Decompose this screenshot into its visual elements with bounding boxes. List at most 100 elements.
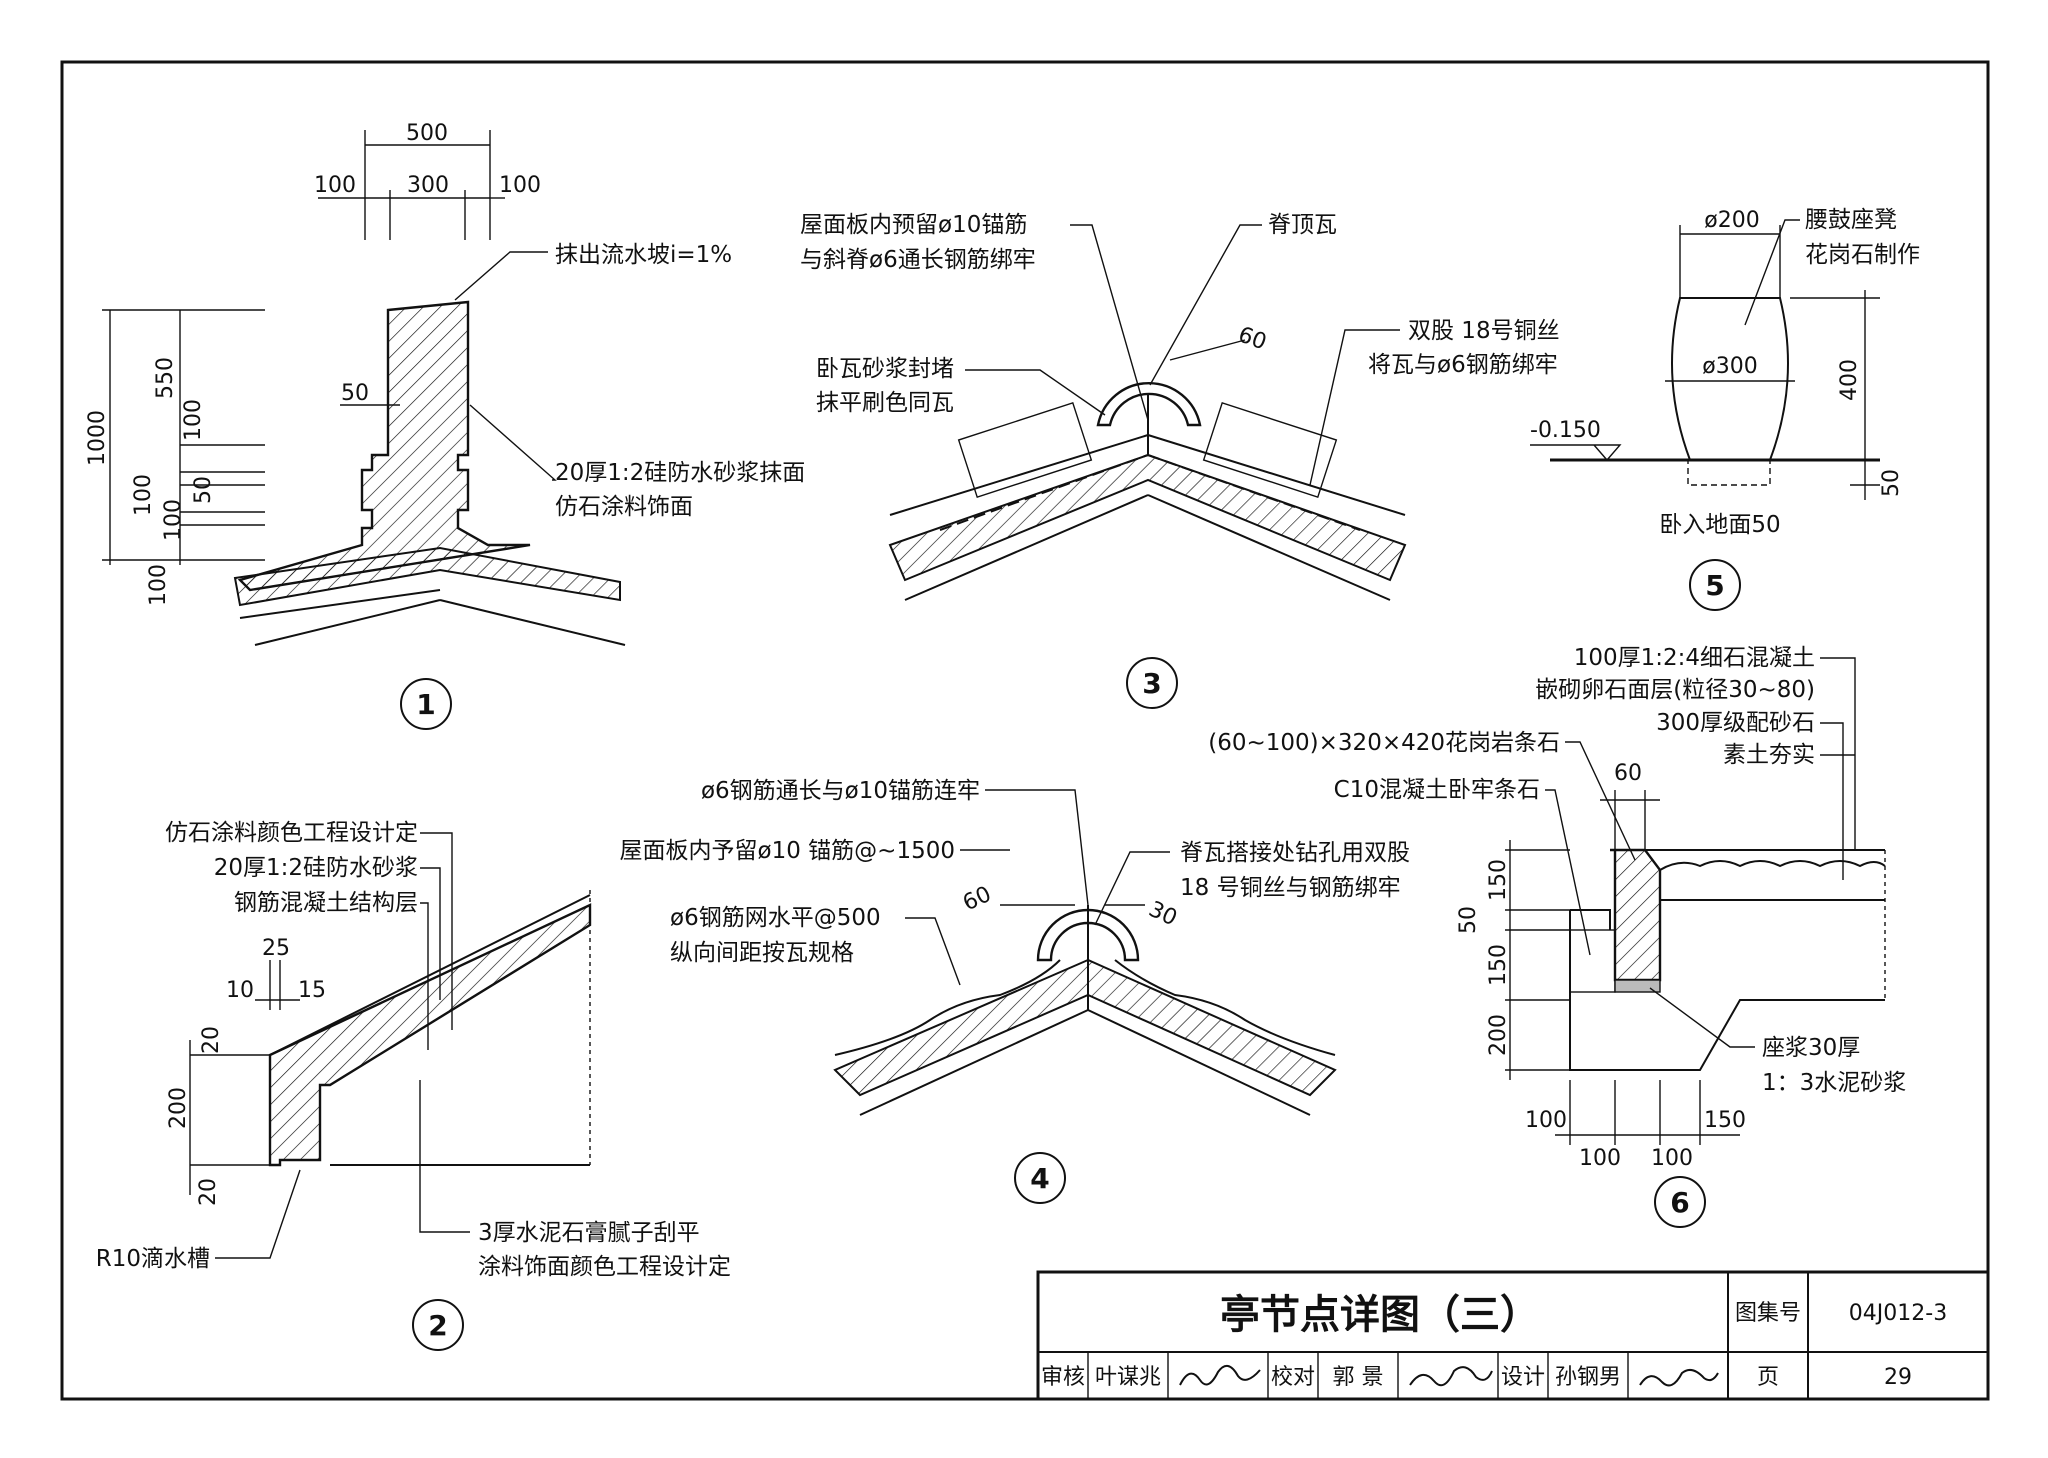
detail-3-note-anchor-2: 与斜脊ø6通长钢筋绑牢 xyxy=(800,247,1036,273)
check-name: 郭 景 xyxy=(1333,1365,1384,1390)
detail-3-note-mortar-2: 抹平刷色同瓦 xyxy=(816,390,954,416)
check-label: 校对 xyxy=(1271,1365,1315,1390)
detail-1-dim-100b: 100 xyxy=(131,474,156,516)
design-label: 设计 xyxy=(1501,1365,1545,1390)
detail-2-dim-10: 10 xyxy=(226,978,254,1003)
detail-2-dim-20a: 20 xyxy=(199,1026,224,1054)
detail-3-dim-60: 60 xyxy=(1235,322,1270,355)
detail-4-dim-30: 30 xyxy=(1145,897,1181,931)
detail-4-note-mesh-2: 纵向间距按瓦规格 xyxy=(670,940,854,966)
detail-1-dim-100c: 100 xyxy=(161,499,186,541)
detail-2-marker xyxy=(412,1299,464,1351)
detail-5-marker xyxy=(1689,559,1741,611)
detail-6-dim-200: 200 xyxy=(1486,1014,1511,1056)
detail-6-dim-bottom-100c: 100 xyxy=(1651,1146,1693,1171)
detail-6-dim-bottom-150: 150 xyxy=(1704,1108,1746,1133)
detail-2-dim-200: 200 xyxy=(166,1087,191,1129)
title-block: 亭节点详图（三） 图集号 04J012-3 页 29 审核 叶谋兆 校对 郭 景… xyxy=(1036,1270,1990,1401)
detail-3-roof-slab xyxy=(888,453,1407,582)
detail-1-dim-50: 50 xyxy=(191,476,216,504)
detail-6-note-right-2: 嵌砌卵石面层(粒径30~80) xyxy=(1535,677,1815,703)
detail-2-note-top-2: 20厚1:2硅防水砂浆 xyxy=(214,855,418,881)
review-label: 审核 xyxy=(1041,1365,1085,1390)
detail-6-note-right-1: 100厚1:2:4细石混凝土 xyxy=(1574,645,1815,671)
detail-6-note-mortar-1: 座浆30厚 xyxy=(1762,1035,1860,1061)
detail-4-note-lap-1: 脊瓦搭接处钻孔用双股 xyxy=(1180,840,1410,866)
detail-1-dim-1000: 1000 xyxy=(85,410,110,466)
detail-1-note-finish-1: 20厚1:2硅防水砂浆抹面 xyxy=(555,460,805,486)
detail-6-note-mortar-2: 1：3水泥砂浆 xyxy=(1762,1070,1906,1096)
detail-6-dim-150b: 150 xyxy=(1486,944,1511,986)
detail-6-dim-bottom-100a: 100 xyxy=(1525,1108,1567,1133)
review-name: 叶谋兆 xyxy=(1095,1365,1161,1390)
detail-1-note-slope: 抹出流水坡i=1% xyxy=(555,242,732,268)
detail-1-note-finish-2: 仿石涂料饰面 xyxy=(555,494,693,520)
detail-1-leader-slope xyxy=(454,251,548,301)
detail-6-dim-60: 60 xyxy=(1614,761,1642,786)
detail-5-level: -0.150 xyxy=(1530,418,1601,443)
detail-4-note-anchor: 屋面板内予留ø10 锚筋@~1500 xyxy=(620,838,955,864)
detail-6-dim-50: 50 xyxy=(1456,906,1481,934)
detail-2-note-bottom-1: 3厚水泥石膏腻子刮平 xyxy=(478,1220,700,1246)
detail-2-eave-profile xyxy=(268,903,592,1167)
sheet-title: 亭节点详图（三） xyxy=(1220,1292,1540,1338)
detail-3-note-mortar-1: 卧瓦砂浆封堵 xyxy=(816,356,954,382)
detail-5: ø200 ø300 400 50 -0.150 腰鼓座凳 花岗石制作 卧入地面5… xyxy=(1530,207,1920,611)
sheet-border xyxy=(60,60,1990,1401)
detail-6-granite-curb xyxy=(1610,848,1662,982)
detail-3-note-ridge: 脊顶瓦 xyxy=(1268,212,1337,238)
detail-3: 屋面板内预留ø10锚筋 与斜脊ø6通长钢筋绑牢 脊顶瓦 卧瓦砂浆封堵 抹平刷色同… xyxy=(800,212,1560,709)
design-signature xyxy=(1639,1368,1719,1387)
detail-2-dim-20b: 20 xyxy=(196,1178,221,1206)
detail-1-dim-50-wall: 50 xyxy=(341,381,369,406)
detail-4-marker xyxy=(1014,1152,1066,1204)
detail-5-dim-300: ø300 xyxy=(1702,354,1757,379)
detail-4-note-lap-2: 18 号铜丝与钢筋绑牢 xyxy=(1180,875,1401,901)
detail-2-note-bottom-2: 涂料饰面颜色工程设计定 xyxy=(478,1254,731,1280)
detail-2-dim-25: 25 xyxy=(262,936,290,961)
detail-6-note-stone: (60~100)×320×420花岗岩条石 xyxy=(1208,730,1560,756)
detail-1-dim-550: 550 xyxy=(153,357,178,399)
detail-5-drum-stool xyxy=(1671,297,1789,461)
detail-6-number: 6 xyxy=(1670,1186,1689,1219)
detail-6-note-right-4: 素土夯实 xyxy=(1723,742,1815,768)
check-signature xyxy=(1409,1366,1493,1387)
detail-2-number: 2 xyxy=(428,1309,447,1342)
review-signature xyxy=(1179,1365,1261,1386)
detail-1: 500 100 300 100 1000 550 100 100 50 100 … xyxy=(85,121,805,730)
detail-6-dim-bottom-100b: 100 xyxy=(1579,1146,1621,1171)
detail-1-dim-100a: 100 xyxy=(181,399,206,441)
detail-5-dim-200: ø200 xyxy=(1704,208,1759,233)
detail-5-dim-400: 400 xyxy=(1837,359,1862,401)
detail-4-ridge-tile xyxy=(1036,908,1140,962)
detail-4-dim-60: 60 xyxy=(959,882,995,916)
detail-6-marker xyxy=(1654,1176,1706,1228)
detail-5-note-bottom: 卧入地面50 xyxy=(1659,512,1780,538)
detail-3-note-wire-2: 将瓦与ø6钢筋绑牢 xyxy=(1368,352,1558,378)
page-number: 29 xyxy=(1884,1365,1912,1390)
detail-6-note-right-3: 300厚级配砂石 xyxy=(1656,710,1815,736)
detail-3-marker xyxy=(1126,657,1178,709)
detail-5-note-2: 花岗石制作 xyxy=(1805,242,1920,268)
detail-4-number: 4 xyxy=(1030,1162,1049,1195)
atlas-label: 图集号 xyxy=(1735,1301,1801,1326)
detail-3-note-wire-1: 双股 18号铜丝 xyxy=(1408,318,1560,344)
detail-1-dim-lines xyxy=(102,130,505,565)
detail-1-dim-500: 500 xyxy=(406,121,448,146)
detail-5-note-1: 腰鼓座凳 xyxy=(1805,207,1897,233)
detail-1-leader-finish xyxy=(469,404,557,481)
detail-2-dim-15: 15 xyxy=(298,978,326,1003)
detail-1-dim-100-right: 100 xyxy=(499,173,541,198)
detail-4-note-mesh-1: ø6钢筋网水平@500 xyxy=(670,905,881,931)
detail-2: 仿石涂料颜色工程设计定 20厚1:2硅防水砂浆 钢筋混凝土结构层 25 10 1… xyxy=(96,820,731,1351)
detail-2-note-drip: R10滴水槽 xyxy=(96,1246,210,1272)
atlas-number: 04J012-3 xyxy=(1849,1301,1947,1326)
detail-2-note-top-3: 钢筋混凝土结构层 xyxy=(234,890,418,916)
detail-3-ridge-tile xyxy=(1096,381,1202,427)
detail-1-number: 1 xyxy=(416,688,435,721)
detail-1-dim-100d: 100 xyxy=(146,564,171,606)
detail-5-number: 5 xyxy=(1705,569,1724,602)
detail-5-dim-50: 50 xyxy=(1879,469,1904,497)
detail-2-note-top-1: 仿石涂料颜色工程设计定 xyxy=(165,820,418,846)
